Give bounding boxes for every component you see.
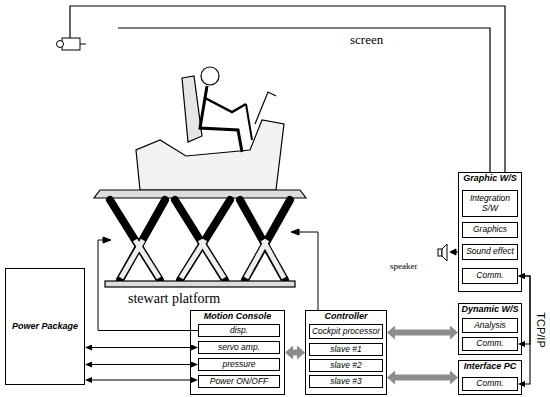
data-link-arrow: [292, 350, 298, 356]
control-stick: [246, 104, 252, 140]
projection-lines: [70, 6, 505, 172]
cylinder: [246, 240, 267, 278]
module-box: Comm.: [462, 337, 518, 351]
box-heading: Interface PC: [459, 361, 521, 372]
subsystem-box: Dynamic W/S AnalysisComm.: [458, 303, 522, 355]
video-line: [70, 6, 505, 172]
box-label: Analysis: [473, 321, 507, 330]
module-box: slave #2: [309, 359, 383, 372]
box-label: Cockpit processor: [311, 327, 381, 336]
module-box: Graphics: [462, 222, 518, 238]
subsystem-box: Motion Console disp. servo amp. pressurePow…: [190, 310, 285, 395]
box-label: slave #1: [329, 345, 363, 354]
actuator: [175, 200, 225, 280]
module-box: Integration S/W: [462, 190, 518, 217]
box-label: slave #3: [329, 377, 363, 386]
module-box: Sound effect: [462, 244, 518, 260]
box-label: disp.: [229, 326, 249, 335]
box-label: Sound effect: [465, 247, 515, 256]
module-box: slave #3: [309, 375, 383, 388]
actuator-legs: [110, 200, 290, 280]
subsystem-box: ControllerCockpit processor slave #1 slave…: [305, 310, 387, 395]
power-unit-box: Power Package: [5, 268, 85, 385]
network-line: [524, 276, 530, 384]
part-label: speaker: [390, 262, 417, 272]
projector-mount: [80, 44, 86, 45]
module-box: Comm.: [462, 268, 518, 284]
cockpit-seat: [182, 76, 202, 142]
arrow-head: [103, 237, 111, 243]
cockpit-panel: [255, 92, 276, 124]
subsystem-box: Interface PC Comm.: [458, 360, 522, 395]
data-link-arrow: [394, 375, 451, 381]
box-heading: Controller: [306, 311, 386, 322]
box-label: Power Package: [12, 322, 78, 332]
module-box: Analysis: [462, 318, 518, 333]
power-line: [91, 379, 192, 380]
network-line: [524, 276, 530, 344]
speaker-magnet: [438, 249, 442, 256]
box-label: Comm.: [475, 271, 504, 280]
pilot-arm: [205, 98, 246, 112]
box-label: Graphics: [472, 225, 508, 234]
pilot-body: [200, 86, 242, 152]
cockpit-cabin: [136, 120, 284, 190]
box-heading: Motion Console: [191, 311, 284, 322]
module-box: Cockpit processor: [309, 324, 383, 339]
module-box: servo amp.: [198, 341, 280, 354]
actuator: [240, 200, 285, 280]
speaker-symbol: [438, 244, 447, 261]
subsystem-box: Graphic W/S Integration S/W GraphicsSound …: [458, 172, 522, 292]
cylinder: [121, 240, 143, 278]
signal-wires: [98, 229, 458, 331]
base-plate: [105, 281, 295, 287]
box-heading: Graphic W/S: [459, 173, 521, 184]
cylinder: [181, 240, 205, 278]
box-label: Power ON/OFF: [209, 377, 270, 386]
box-heading: Dynamic W/S: [459, 304, 521, 315]
projector-lens: [57, 41, 64, 48]
arrow-head: [450, 249, 456, 255]
box-label: pressure: [221, 360, 256, 369]
actuator-cylinders: [121, 240, 284, 278]
cockpit-wire: [298, 232, 318, 310]
protocol-label: TCP/IP: [535, 312, 547, 347]
box-label: Integration S/W: [463, 194, 517, 213]
projector-body: [62, 38, 80, 50]
top-plate: [94, 190, 306, 198]
power-line: [91, 364, 192, 365]
module-box: Comm.: [462, 377, 518, 391]
box-label: servo amp.: [217, 343, 261, 352]
power-line: [91, 347, 192, 348]
data-link-arrow: [394, 330, 451, 336]
box-label: Comm.: [475, 339, 504, 348]
module-box: pressure: [198, 358, 280, 371]
module-box: disp.: [198, 324, 280, 337]
pilot-head: [201, 67, 219, 85]
projector: [57, 38, 87, 50]
part-label: stewart platform: [128, 291, 220, 306]
module-box: Power ON/OFF: [198, 375, 280, 388]
arrow-head: [291, 229, 299, 235]
actuator: [120, 200, 165, 280]
module-box: slave #1: [309, 343, 383, 356]
box-label: Comm.: [475, 379, 504, 388]
box-label: slave #2: [329, 361, 363, 370]
actuator: [180, 200, 230, 280]
speaker-cone: [442, 244, 447, 261]
actuator: [245, 200, 290, 280]
disp-wire: [98, 240, 198, 331]
stewart-platform: [94, 190, 306, 287]
cockpit: [136, 67, 284, 190]
part-label: screen: [350, 33, 383, 47]
actuator: [110, 200, 160, 280]
